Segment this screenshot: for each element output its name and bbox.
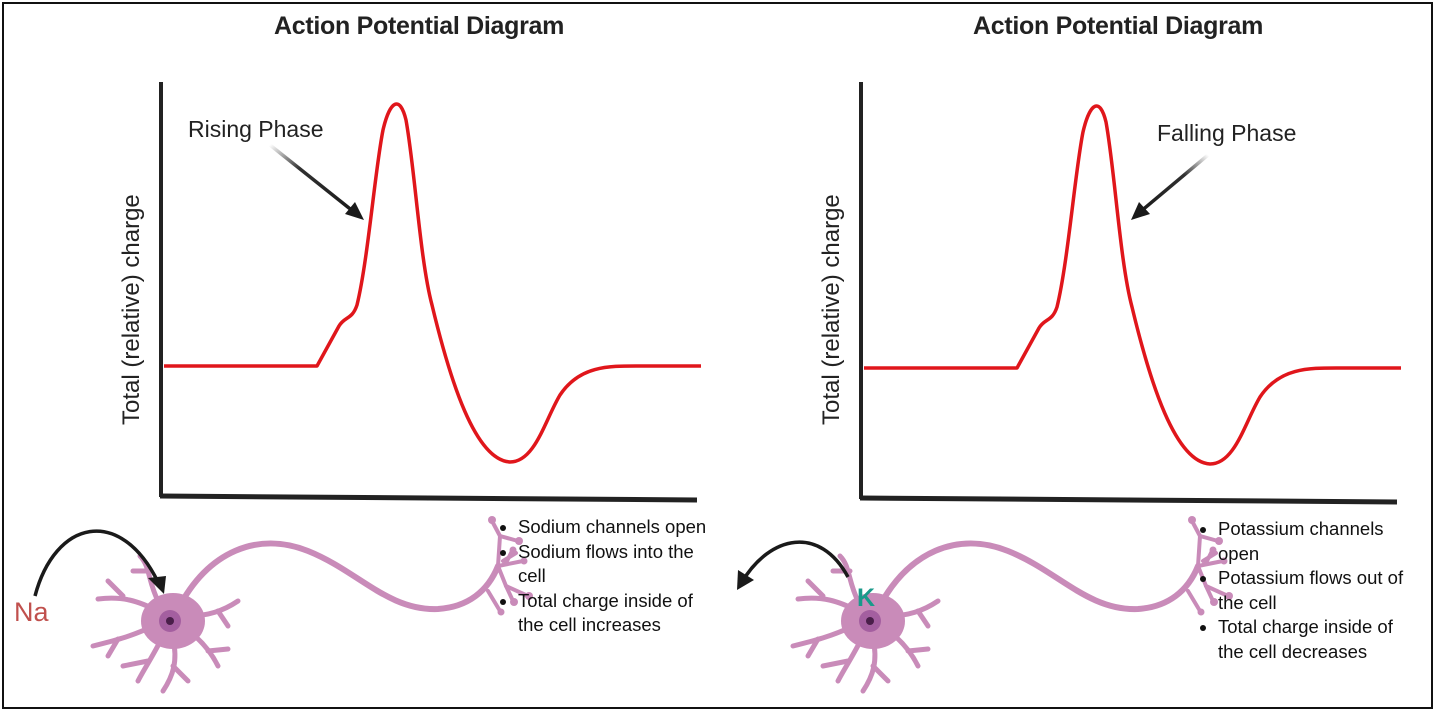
ion-flow-arrowhead [737,570,754,590]
phase-arrowhead [345,202,364,220]
rising-phase-notes: Sodium channels open Sodium flows into t… [492,515,718,638]
action-potential-chart [737,82,1401,715]
phase-arrow [268,143,356,214]
phase-arrowhead [1131,202,1150,220]
potassium-ion-label: K [857,584,876,612]
phase-arrow [1138,153,1210,214]
falling-phase-notes: Potassium channels open Potassium flows … [1192,517,1418,664]
action-potential-curve [864,104,1401,466]
ion-flow-arrowhead [148,576,166,594]
phase-label: Falling Phase [1157,120,1297,146]
panel-title: Action Potential Diagram [973,12,1264,40]
sodium-ion-label: Na [14,597,49,627]
note-item: Total charge inside of the cell increase… [518,589,718,638]
note-item: Total charge inside of the cell decrease… [1218,615,1418,664]
action-potential-curve [164,102,701,464]
y-axis-label: Total (relative) charge [118,194,145,425]
note-item: Sodium channels open [518,515,718,540]
panel-falling-phase: Action Potential Diagram Total (relative… [700,0,1420,715]
note-item: Potassium flows out of the cell [1218,566,1418,615]
panel-rising-phase: Action Potential Diagram Total (relative… [0,0,720,715]
x-axis [159,493,698,503]
note-item: Potassium channels open [1218,517,1418,566]
y-axis-label: Total (relative) charge [818,194,845,425]
action-potential-chart [33,82,701,715]
note-item: Sodium flows into the cell [518,540,718,589]
neuron-illustration [93,516,533,691]
x-axis [859,495,1398,505]
phase-label: Rising Phase [188,116,324,142]
panel-title: Action Potential Diagram [274,12,565,40]
ion-flow-arrow [33,529,160,597]
ion-flow-arrow [740,540,850,583]
